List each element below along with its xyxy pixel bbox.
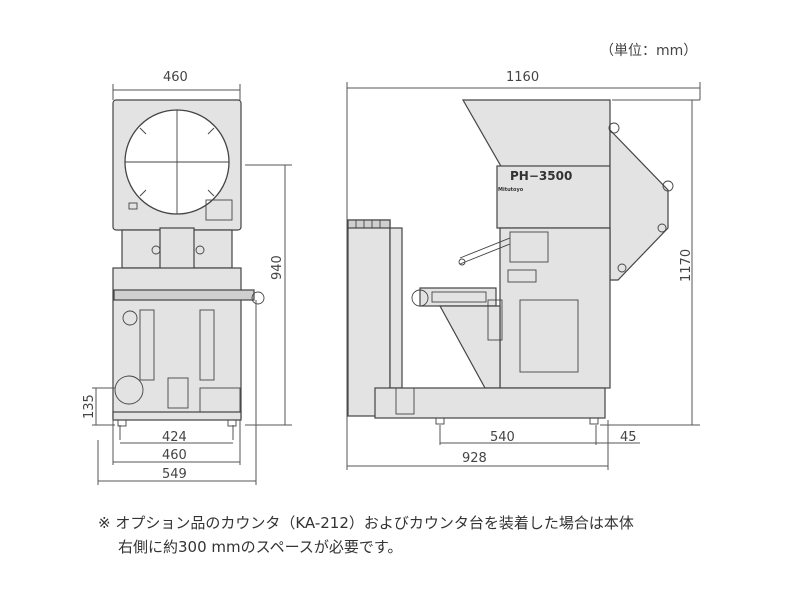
brand-name: Mitutoyo <box>498 187 524 193</box>
front-height-label: 940 <box>270 255 285 280</box>
front-view: 460 <box>82 70 292 485</box>
side-view: 1160 PH−3500 Mitutoyo <box>346 70 701 470</box>
side-width-928-label: 928 <box>462 451 487 466</box>
side-width-540-label: 540 <box>490 430 515 445</box>
model-name: PH−3500 <box>510 169 572 183</box>
unit-label: （単位：mm） <box>600 43 698 59</box>
side-height-label: 1170 <box>679 249 694 282</box>
front-width-424-label: 424 <box>162 430 187 445</box>
note-line-1: ※ オプション品のカウンタ（KA-212）およびカウンタ台を装着した場合は本体 <box>98 514 634 532</box>
front-width-549-label: 549 <box>162 467 187 482</box>
front-base-height-label: 135 <box>82 394 97 419</box>
side-width-top-label: 1160 <box>506 70 539 85</box>
front-width-top-label: 460 <box>163 70 188 85</box>
note-line-2: 右側に約300 mmのスペースが必要です。 <box>118 538 403 556</box>
side-width-45-label: 45 <box>620 430 637 445</box>
front-width-460-label: 460 <box>162 448 187 463</box>
